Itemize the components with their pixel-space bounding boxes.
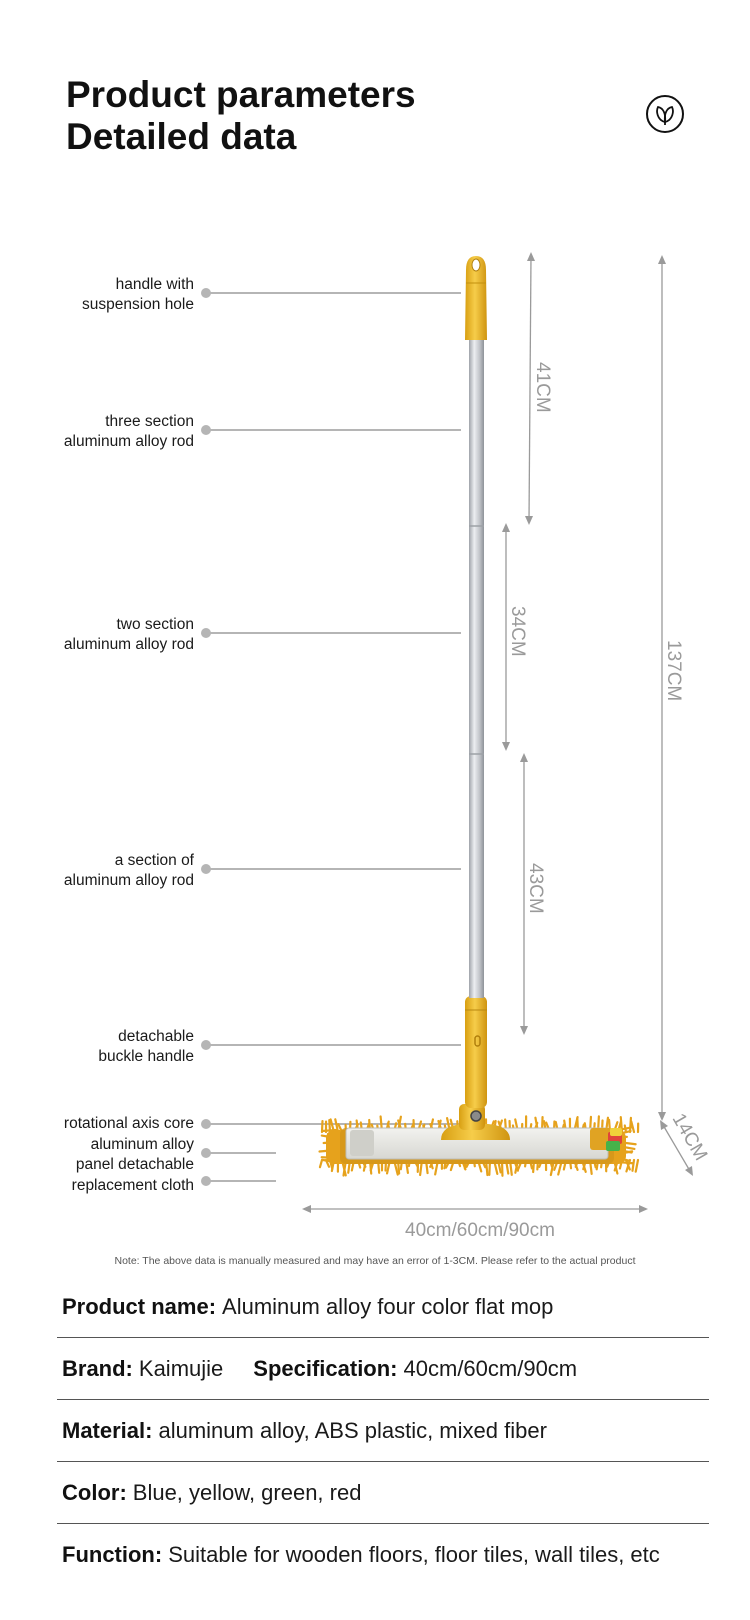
- dim-137cm: 137CM: [663, 640, 684, 701]
- spec-label: Function:: [62, 1541, 163, 1567]
- spec-value: aluminum alloy, ABS plastic, mixed fiber: [158, 1417, 547, 1443]
- rod: [469, 336, 484, 998]
- leader-panel: [201, 1148, 276, 1158]
- leaf-icon: [646, 95, 684, 133]
- dim-43cm: 43CM: [525, 863, 546, 914]
- leader-one-section: [201, 864, 461, 874]
- spec-row-material: Material: aluminum alloy, ABS plastic, m…: [57, 1400, 709, 1462]
- spec-value: Suitable for wooden floors, floor tiles,…: [168, 1541, 660, 1567]
- spec-value: 40cm/60cm/90cm: [403, 1355, 578, 1381]
- spec-value: Kaimujie: [138, 1355, 224, 1381]
- dim-width: 40cm/60cm/90cm: [405, 1220, 555, 1241]
- rotational-axis: [441, 1124, 510, 1140]
- spec-label: Material:: [62, 1417, 153, 1443]
- page-title: Product parameters Detailed data: [66, 74, 416, 158]
- spec-row-brand: Brand: Kaimujie Specification: 40cm/60cm…: [57, 1338, 709, 1400]
- spec-row-product-name: Product name: Aluminum alloy four color …: [57, 1276, 709, 1338]
- leader-two-section: [201, 628, 461, 638]
- spec-value: Aluminum alloy four color flat mop: [222, 1293, 554, 1319]
- spec-label: Color:: [62, 1479, 127, 1505]
- dim-14cm: 14CM: [668, 1110, 712, 1164]
- leader-axis-core: [201, 1119, 461, 1129]
- handle-grip: [465, 256, 487, 340]
- dim-34cm: 34CM: [507, 606, 528, 657]
- label-axis-core: rotational axis core: [63, 1115, 194, 1132]
- label-cloth: replacement cloth: [71, 1177, 194, 1194]
- spec-value: Blue, yellow, green, red: [132, 1479, 362, 1505]
- dim-41cm: 41CM: [532, 362, 553, 413]
- leader-three-section: [201, 425, 461, 435]
- spec-table: Product name: Aluminum alloy four color …: [57, 1276, 709, 1585]
- title-line-2: Detailed data: [66, 116, 297, 157]
- spec-label: Specification:: [253, 1355, 398, 1381]
- spec-row-function: Function: Suitable for wooden floors, fl…: [57, 1524, 709, 1585]
- leader-buckle: [201, 1040, 461, 1050]
- spec-label: Brand:: [62, 1355, 133, 1381]
- spec-label: Product name:: [62, 1293, 217, 1319]
- leader-cloth: [201, 1176, 276, 1186]
- leader-handle: [201, 288, 461, 298]
- spec-row-color: Color: Blue, yellow, green, red: [57, 1462, 709, 1524]
- title-line-1: Product parameters: [66, 74, 416, 115]
- measurement-note: Note: The above data is manually measure…: [114, 1255, 636, 1267]
- buckle-handle-part: [465, 996, 487, 1108]
- mop-diagram: 41CM 34CM 43CM 137CM 14CM 40cm/60cm/90cm: [201, 252, 712, 1241]
